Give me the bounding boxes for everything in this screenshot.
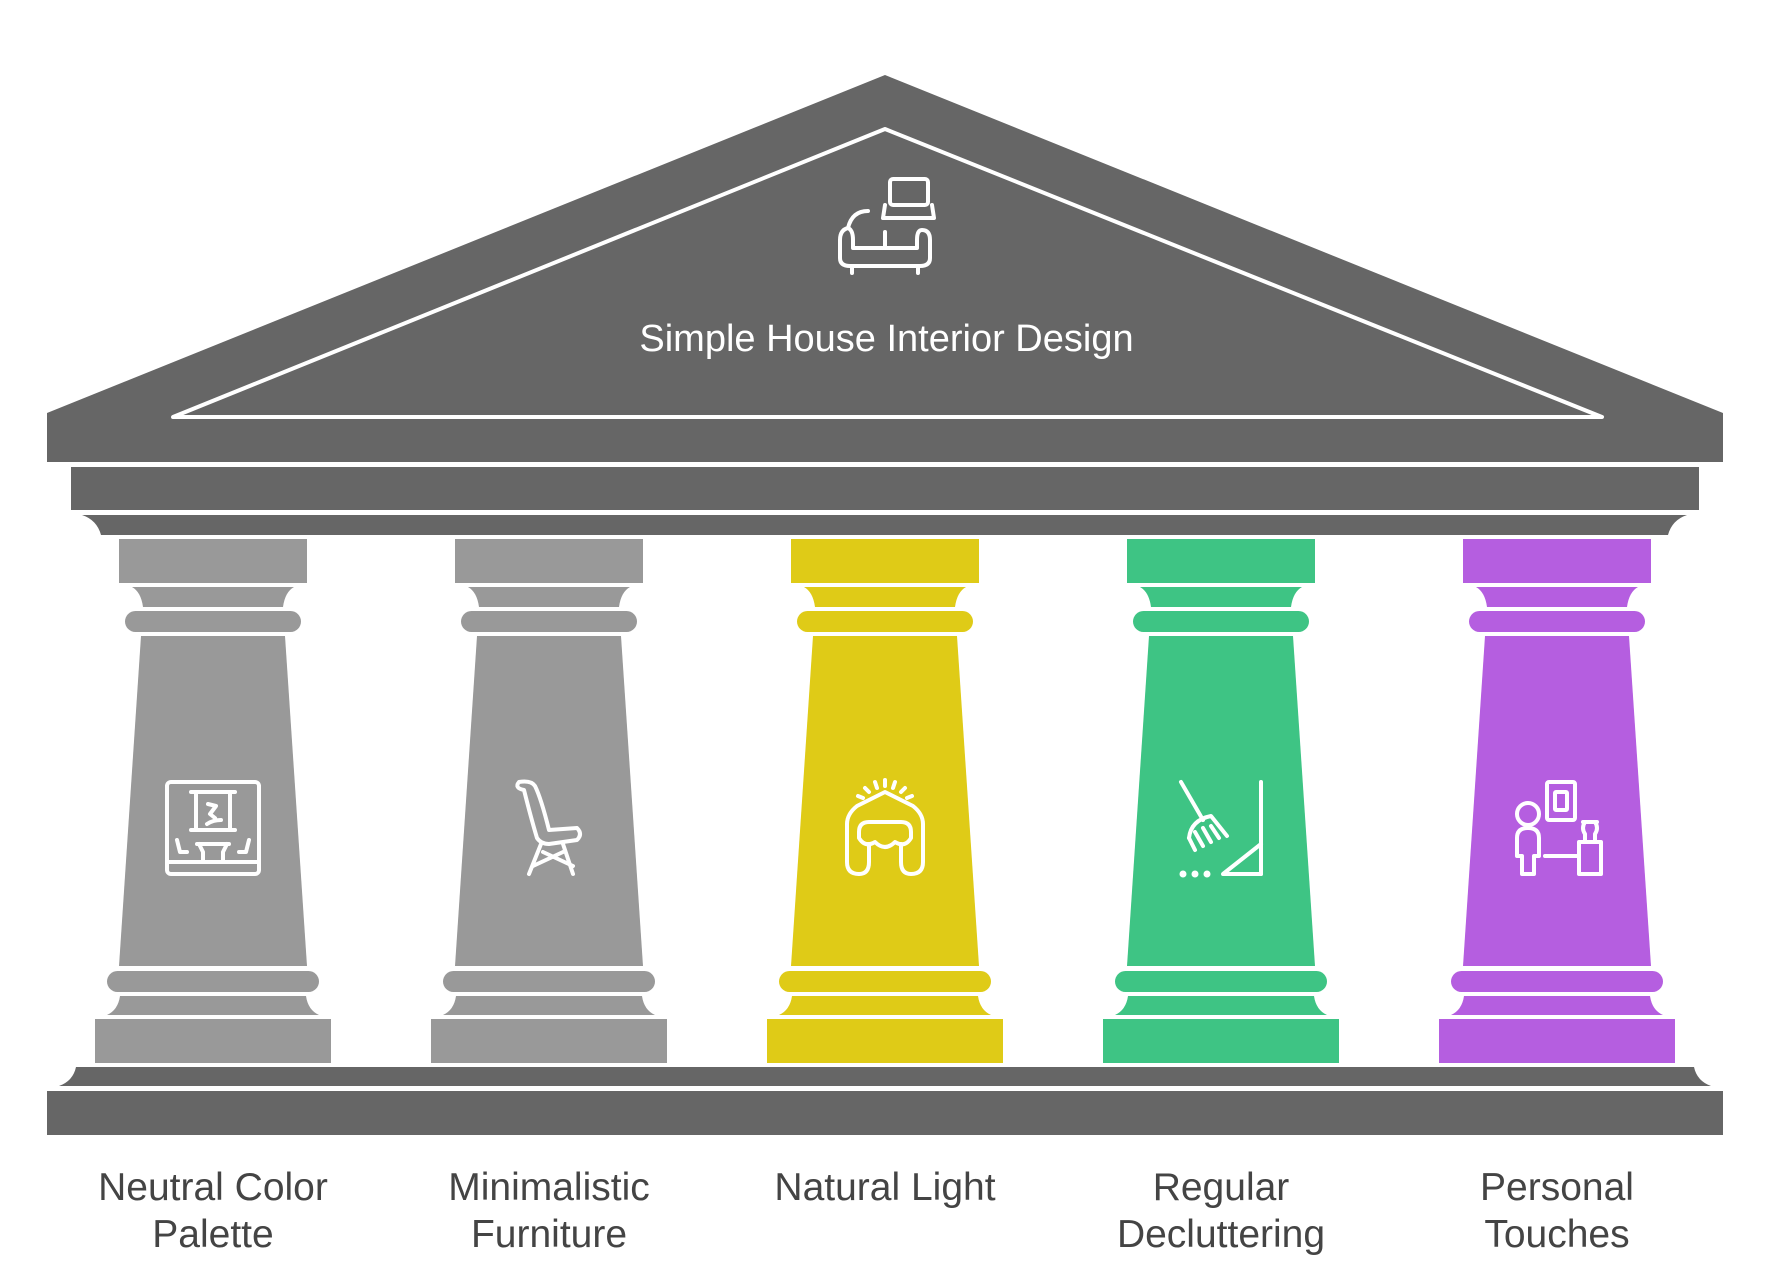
base-upper-band [59, 1067, 1711, 1086]
broom-dustpan-icon [1179, 780, 1263, 878]
pillar-label-2: Minimalistic Furniture [389, 1164, 709, 1258]
sofa-and-laptop-icon [838, 177, 936, 275]
framed-room-icon [165, 780, 261, 876]
pillar-label-line1: Minimalistic [448, 1166, 650, 1209]
pillar-2 [431, 539, 667, 1063]
pillar-ring-bottom [107, 971, 319, 992]
pillar-ring-top [797, 611, 973, 632]
window-sunlight-icon [845, 778, 925, 876]
pillar-1 [95, 539, 331, 1063]
pillar-ring-bottom [1451, 971, 1663, 992]
pillar-abacus [119, 539, 307, 583]
pillar-abacus [1127, 539, 1315, 583]
pillar-plinth [767, 1019, 1003, 1063]
pillar-label-line2: Decluttering [1116, 1213, 1326, 1256]
pillar-plinth [1439, 1019, 1675, 1063]
pillar-ring-top [1469, 611, 1645, 632]
person-decor-icon [1515, 780, 1603, 876]
pillar-echinus-top [132, 587, 294, 607]
pillar-3 [767, 539, 1003, 1063]
pillar-ring-top [1133, 611, 1309, 632]
pillar-shaft [1127, 636, 1315, 966]
pillar-ring-bottom [779, 971, 991, 992]
base-lower-plinth [47, 1091, 1723, 1135]
roof-inner-triangle [171, 127, 1604, 419]
pillar-echinus-top [468, 587, 630, 607]
pillar-label-line1: Neutral Color [98, 1166, 328, 1209]
pillar-ring-top [461, 611, 637, 632]
chair-icon [515, 779, 582, 876]
pillar-label-line1: Personal [1480, 1166, 1634, 1209]
pillar-plinth [95, 1019, 331, 1063]
pillar-abacus [455, 539, 643, 583]
pillar-shaft [119, 636, 307, 966]
pillar-echinus-top [1140, 587, 1302, 607]
pillar-ring-bottom [1115, 971, 1327, 992]
entablature-band [71, 467, 1699, 510]
pillar-label-line1: Natural Light [774, 1166, 996, 1209]
pillar-echinus-bottom [1115, 996, 1327, 1015]
pillar-ring-bottom [443, 971, 655, 992]
pillar-shaft [455, 636, 643, 966]
pillar-echinus-bottom [443, 996, 655, 1015]
pillar-abacus [791, 539, 979, 583]
pillar-label-5: Personal Touches [1397, 1164, 1717, 1258]
diagram-title: Simple House Interior Design [639, 318, 1134, 360]
pillar-5 [1439, 539, 1675, 1063]
pillar-shaft [791, 636, 979, 966]
pillar-label-4: Regular Decluttering [1061, 1164, 1381, 1258]
pillar-ring-top [125, 611, 301, 632]
pillar-label-3: Natural Light [725, 1164, 1045, 1211]
pillar-abacus [1463, 539, 1651, 583]
pillar-label-line2: Furniture [470, 1213, 628, 1256]
pillar-echinus-bottom [107, 996, 319, 1015]
pillar-label-line2: Palette [152, 1213, 274, 1256]
pillar-label-1: Neutral Color Palette [53, 1164, 373, 1258]
pillar-label-line2: Touches [1484, 1213, 1630, 1256]
pillar-plinth [1103, 1019, 1339, 1063]
pillar-echinus-top [1476, 587, 1638, 607]
pillar-plinth [431, 1019, 667, 1063]
cornice-band [82, 515, 1687, 535]
roof [47, 75, 1723, 535]
pillar-4 [1103, 539, 1339, 1063]
stylobate [47, 1067, 1723, 1135]
pillar-echinus-bottom [1451, 996, 1663, 1015]
pillar-echinus-bottom [779, 996, 991, 1015]
pillar-label-line1: Regular [1152, 1166, 1290, 1209]
pillar-echinus-top [804, 587, 966, 607]
roof-pediment [47, 75, 1723, 462]
